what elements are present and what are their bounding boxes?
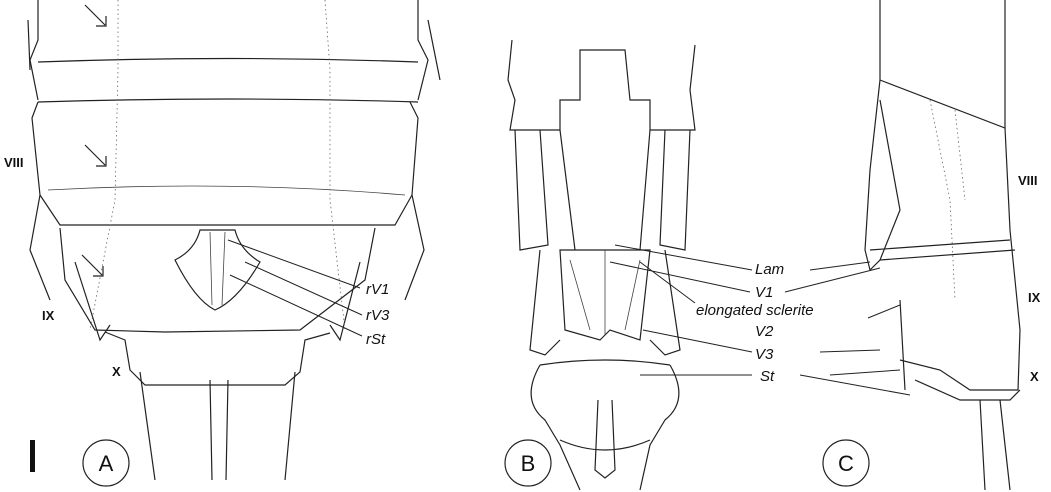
a-segment-ix: IX [42, 308, 55, 323]
panel-letter-c: C [838, 451, 854, 476]
label-rst: rSt [366, 331, 386, 348]
a-segment-x: X [112, 364, 121, 379]
panel-b-circle [504, 439, 552, 487]
c-segment-ix: IX [1028, 290, 1041, 305]
panel-c-circle [822, 439, 870, 487]
scale-bar [30, 440, 35, 472]
c-segment-viii: VIII [1018, 173, 1038, 188]
label-st: St [760, 368, 775, 385]
label-lam: Lam [755, 261, 784, 278]
c-segment-x: X [1030, 369, 1039, 384]
label-v2: V2 [755, 323, 774, 340]
panel-letter-b: B [521, 451, 536, 476]
panel-letter-a: A [99, 451, 114, 476]
label-rv3: rV3 [366, 307, 390, 324]
label-elongated-sclerite: elongated sclerite [696, 302, 814, 319]
panel-c-drawing [784, 0, 1021, 491]
panel-b-drawing [504, 39, 753, 491]
label-rv1: rV1 [366, 281, 389, 298]
a-segment-viii: VIII [4, 155, 24, 170]
label-v1: V1 [755, 284, 773, 301]
label-v3: V3 [755, 346, 774, 363]
panel-a-drawing [27, 0, 441, 487]
panel-a-circle [82, 439, 130, 487]
